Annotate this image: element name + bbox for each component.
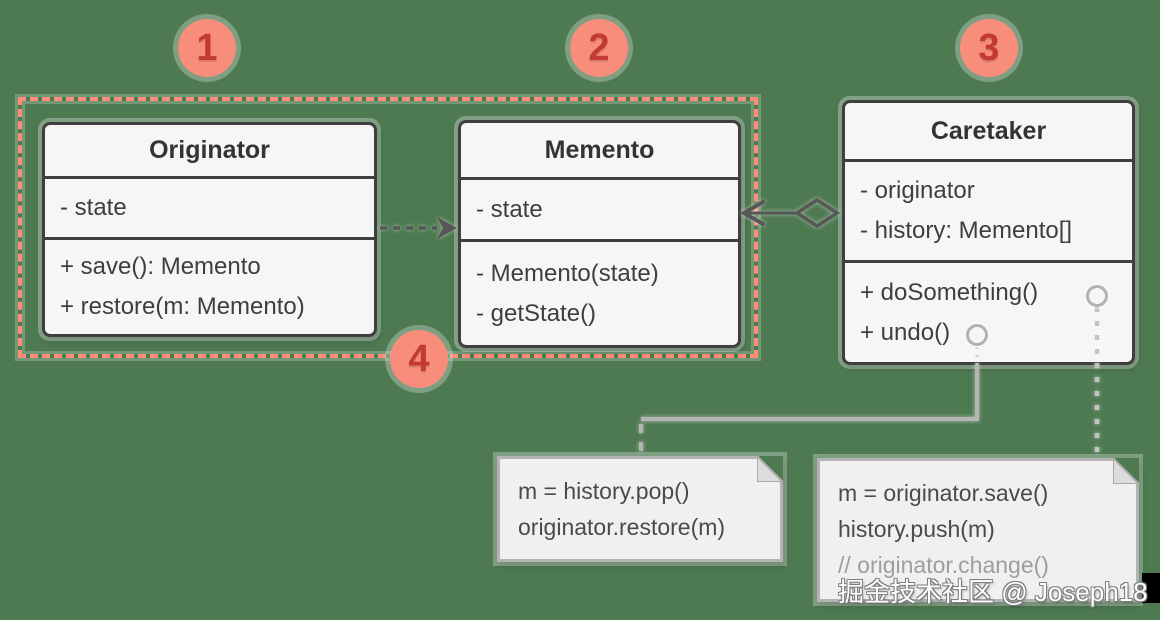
class-box-caretaker: Caretaker - originator - history: Mement… (842, 100, 1135, 365)
originator-method-save: + save(): Memento (60, 253, 261, 280)
step-badge-4-label: 4 (408, 337, 430, 380)
note-undo-code: m = history.pop() originator.restore(m) (497, 456, 783, 562)
watermark-black-block (1142, 573, 1160, 603)
aggregation-diamond-icon (793, 197, 841, 229)
memento-methods: - Memento(state) - getState() (461, 242, 738, 345)
watermark-text: 掘金技术社区 @ Joseph18 (838, 577, 1148, 607)
note-folded-corner-icon (1113, 458, 1139, 484)
class-box-originator: Originator - state + save(): Memento + r… (42, 122, 377, 337)
step-badge-4: 4 (390, 330, 448, 388)
note-dosomething-code: m = originator.save() history.push(m) //… (817, 458, 1139, 602)
step-badge-1: 1 (178, 19, 236, 77)
originator-attributes: - state (45, 179, 374, 240)
caretaker-method-undo: + undo() (860, 318, 951, 346)
originator-methods: + save(): Memento + restore(m: Memento) (45, 240, 374, 334)
class-box-memento: Memento - state - Memento(state) - getSt… (458, 120, 741, 348)
step-badge-2: 2 (570, 19, 628, 77)
memento-method-constructor: - Memento(state) (476, 259, 659, 287)
originator-method-restore: + restore(m: Memento) (60, 293, 305, 320)
originator-title: Originator (45, 125, 374, 179)
note-folded-corner-icon (757, 456, 783, 482)
note-line: m = originator.save() (838, 480, 1049, 506)
note-line-comment: // originator.change() (838, 552, 1049, 578)
step-badge-2-label: 2 (588, 26, 610, 69)
dashed-group-frame (18, 97, 758, 358)
caretaker-attr-history: - history: Memento[] (860, 217, 1073, 244)
step-badge-1-label: 1 (196, 26, 218, 69)
provided-interface-circle-icon (1086, 285, 1108, 307)
originator-attr-state: - state (60, 194, 127, 221)
note-line: m = history.pop() (518, 478, 690, 504)
note-line: originator.restore(m) (518, 514, 726, 540)
caretaker-title: Caretaker (845, 103, 1132, 162)
memento-method-getstate: - getState() (476, 299, 597, 327)
memento-attr-state: - state (476, 195, 543, 223)
step-badge-3-label: 3 (978, 26, 1000, 69)
caretaker-methods: + doSomething() + undo() (845, 263, 1132, 362)
caretaker-attr-originator: - originator (860, 177, 975, 204)
step-badge-3: 3 (960, 19, 1018, 77)
memento-title: Memento (461, 123, 738, 180)
provided-interface-circle-icon (966, 324, 988, 346)
caretaker-attributes: - originator - history: Memento[] (845, 162, 1132, 263)
note-line: history.push(m) (838, 516, 995, 542)
memento-attributes: - state (461, 180, 738, 242)
caretaker-method-dosomething: + doSomething() (860, 278, 1039, 306)
